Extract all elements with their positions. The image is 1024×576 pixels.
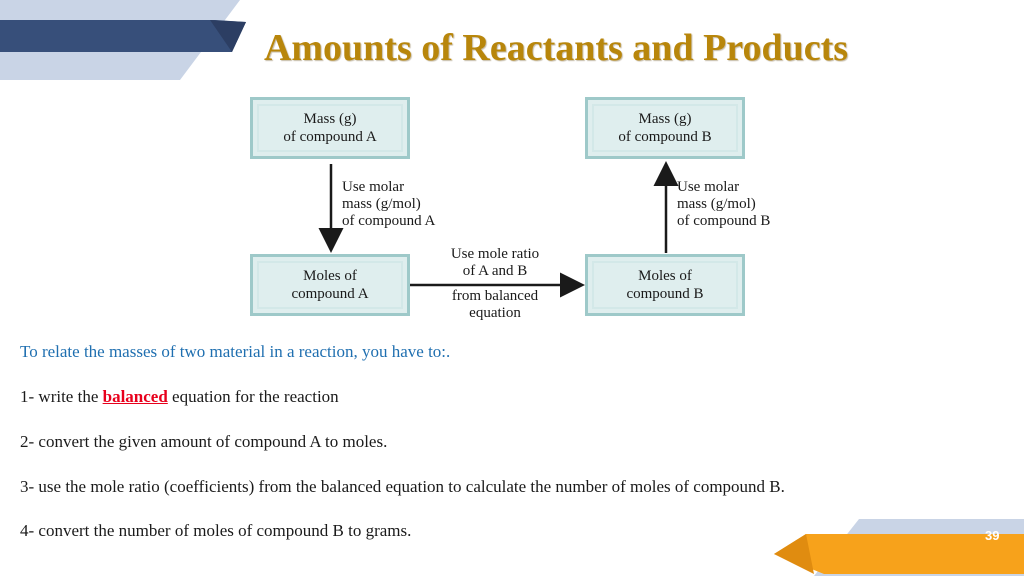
label-molar-mass-a: Use molar mass (g/mol) of compound A <box>342 179 436 229</box>
header-decoration <box>0 0 246 80</box>
page-number: 39 <box>985 528 1000 543</box>
step-3: 3- use the mole ratio (coefficients) fro… <box>20 477 785 496</box>
footer-decoration <box>774 519 1024 576</box>
slide-title: Amounts of Reactants and Products <box>263 27 849 69</box>
step-1-highlight: balanced <box>102 387 168 406</box>
label-molar-mass-b: Use molar mass (g/mol) of compound B <box>677 179 771 229</box>
label-balanced-equation: from balanced equation <box>451 288 539 321</box>
box-mass-compound-b: Mass (g) of compound B <box>585 97 745 159</box>
intro-text: To relate the masses of two material in … <box>20 342 451 361</box>
step-2: 2- convert the given amount of compound … <box>20 432 388 451</box>
box-mass-compound-a: Mass (g) of compound A <box>250 97 410 159</box>
step-1-suffix: equation for the reaction <box>167 387 339 406</box>
box-moles-compound-a: Moles of compound A <box>250 254 410 316</box>
step-1: 1- write the balanced equation for the r… <box>20 387 339 407</box>
box-moles-compound-b: Moles of compound B <box>585 254 745 316</box>
label-mole-ratio: Use mole ratio of A and B <box>450 246 540 279</box>
step-4: 4- convert the number of moles of compou… <box>20 521 412 540</box>
diagram-arrows <box>318 161 679 298</box>
conversion-diagram: Mass (g) of compound A Mass (g) of compo… <box>240 90 810 330</box>
step-1-prefix: 1- write the <box>20 387 103 406</box>
